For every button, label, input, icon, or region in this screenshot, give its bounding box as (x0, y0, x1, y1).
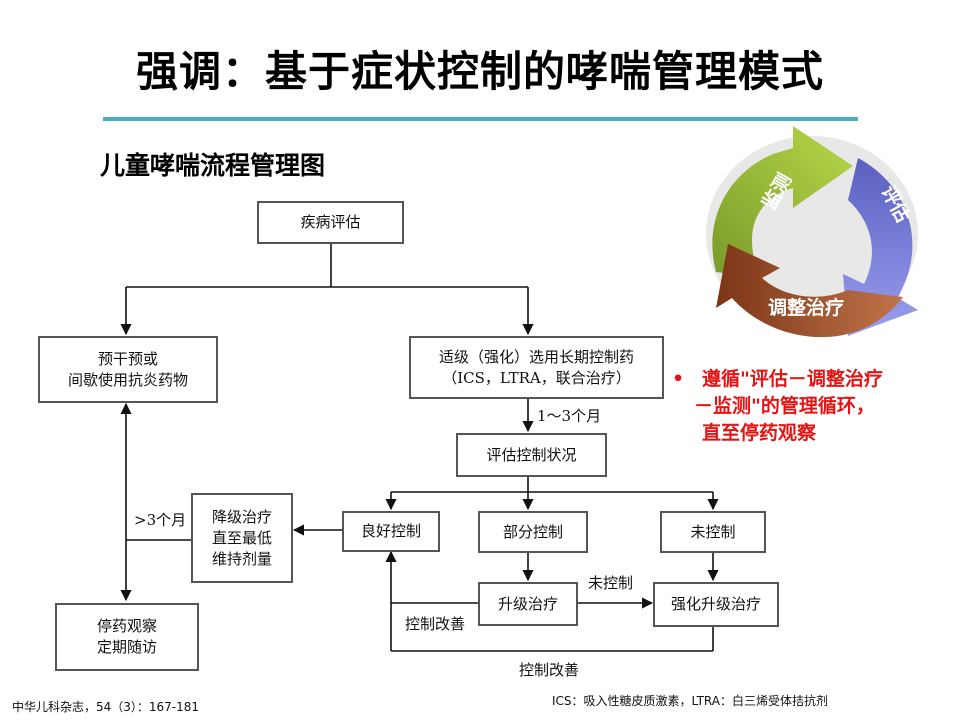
label-1-3-months: 1～3个月 (537, 407, 602, 425)
management-cycle-note: • 遵循"评估－调整治疗 －监测"的管理循环， 直至停药观察 (672, 366, 947, 447)
node-good-control: 良好控制 (342, 511, 440, 552)
citation-footnote: 中华儿科杂志，54（3）：167-181 (12, 700, 200, 714)
node-assess-control: 评估控制状况 (456, 433, 607, 477)
monitor-arrow (712, 126, 853, 278)
node-step-down: 降级治疗 直至最低 维持剂量 (191, 493, 293, 583)
node-good-control-label: 良好控制 (360, 522, 421, 540)
node-stop-followup: 停药观察 定期随访 (55, 603, 199, 671)
node-step-down-line1: 降级治疗 (211, 507, 272, 526)
node-partial-control: 部分控制 (478, 511, 588, 553)
node-stop-line1: 停药观察 (96, 617, 157, 635)
note-line-1: 遵循"评估－调整治疗 (702, 368, 883, 390)
node-step-down-line3: 维持剂量 (211, 549, 272, 568)
node-step-down-line2: 直至最低 (211, 528, 272, 547)
label-uncontrolled-arrow: 未控制 (588, 574, 634, 592)
management-cycle-graphic: 监测 评估 调整治疗 (706, 126, 918, 338)
node-preventive-line2: 间歇使用抗炎药物 (67, 370, 188, 389)
title-divider (103, 117, 858, 121)
node-longterm-line1: 适级（强化）选用长期控制药 (438, 347, 634, 366)
node-assess-disease-label: 疾病评估 (300, 213, 361, 231)
node-intensify: 强化升级治疗 (653, 582, 779, 627)
node-longterm-line2: （ICS，LTRA，联合治疗） (442, 368, 631, 387)
node-step-up: 升级治疗 (478, 582, 578, 626)
node-uncontrolled-label: 未控制 (690, 522, 736, 541)
note-line-3: 直至停药观察 (702, 422, 817, 444)
node-preventive-treatment: 预干预或 间歇使用抗炎药物 (38, 336, 218, 403)
adjust-arrow (716, 244, 903, 338)
diagram-subtitle: 儿童哮喘流程管理图 (100, 151, 326, 180)
bullet-marker: • (672, 368, 685, 390)
node-assess-control-label: 评估控制状况 (486, 445, 577, 464)
node-intensify-label: 强化升级治疗 (670, 595, 761, 613)
label-over-3-months: >3个月 (134, 511, 187, 529)
node-assess-disease: 疾病评估 (257, 201, 404, 244)
node-partial-control-label: 部分控制 (502, 522, 563, 541)
label-improved-inner: 控制改善 (405, 615, 466, 633)
label-improved-outer: 控制改善 (519, 661, 580, 679)
note-line-2: －监测"的管理循环， (694, 395, 875, 417)
node-stop-line2: 定期随访 (96, 638, 157, 656)
node-uncontrolled: 未控制 (660, 511, 766, 553)
abbreviation-footnote: ICS：吸入性糖皮质激素，LTRA：白三烯受体拮抗剂 (552, 694, 828, 708)
assess-arrow (843, 158, 918, 336)
slide-title: 强调：基于症状控制的哮喘管理模式 (135, 47, 824, 96)
node-longterm-controller: 适级（强化）选用长期控制药 （ICS，LTRA，联合治疗） (409, 336, 664, 399)
cycle-label-adjust: 调整治疗 (768, 296, 844, 319)
node-preventive-line1: 预干预或 (97, 349, 158, 368)
node-step-up-label: 升级治疗 (497, 594, 558, 613)
